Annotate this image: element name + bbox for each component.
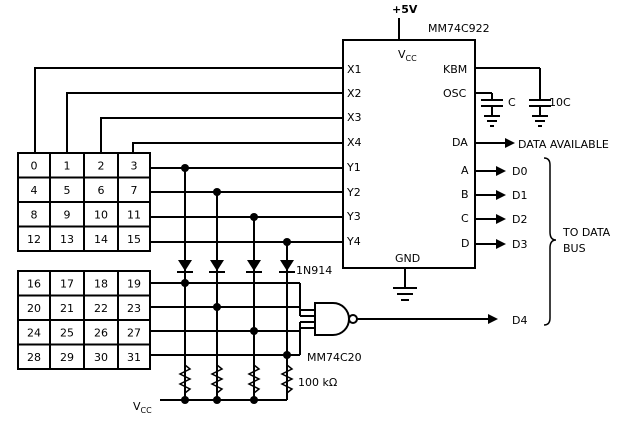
encoder-vcc-label: VCC: [398, 48, 417, 63]
key-label: 15: [127, 233, 141, 246]
vcc-bottom-label: VCC: [133, 400, 152, 415]
pin-label-a: A: [461, 164, 469, 177]
x-column-lines: [34, 67, 343, 153]
pin-label-x1: X1: [347, 63, 362, 76]
key-label: 18: [94, 277, 108, 290]
pin-label-osc: OSC: [443, 87, 467, 100]
pin-label-b: B: [461, 188, 469, 201]
key-label: 28: [27, 351, 41, 364]
y-row-lines: [150, 167, 343, 243]
output-d0-label: D0: [512, 165, 527, 178]
key-label: 1: [64, 159, 71, 172]
output-lines: [475, 138, 515, 249]
nand-gate: [299, 283, 498, 355]
encoder-chip-body: [342, 39, 476, 269]
key-cell: [117, 270, 151, 297]
key-label: 24: [27, 326, 41, 339]
pin-label-x2: X2: [347, 87, 362, 100]
pin-label-da: DA: [452, 136, 468, 149]
key-label: 21: [60, 302, 74, 315]
ground-symbol: [393, 268, 417, 301]
key-label: 30: [94, 351, 108, 364]
pin-label-x4: X4: [347, 136, 362, 149]
key-label: 14: [94, 233, 108, 246]
data-bus-brace: [543, 157, 557, 326]
output-d4-label: D4: [512, 314, 527, 327]
key-label: 25: [60, 326, 74, 339]
key-label: 2: [98, 159, 105, 172]
nand-part-label: MM74C20: [307, 351, 362, 364]
key-label: 17: [60, 277, 74, 290]
key-label: 11: [127, 208, 141, 221]
output-d3-label: D3: [512, 238, 527, 251]
diode-part-label: 1N914: [296, 264, 332, 277]
key-cell: [117, 152, 151, 179]
key-cell: [49, 270, 85, 297]
pin-label-y1: Y1: [346, 161, 361, 174]
pulldown-resistors: [160, 364, 294, 401]
output-d2-label: D2: [512, 213, 527, 226]
key-label: 7: [131, 184, 138, 197]
key-label: 20: [27, 302, 41, 315]
encoder-part-label: MM74C922: [428, 22, 490, 35]
output-d1-label: D1: [512, 189, 527, 202]
pin-label-d: D: [461, 237, 469, 250]
key-label: 3: [131, 159, 138, 172]
key-cell: [83, 201, 119, 228]
key-cell: [17, 343, 51, 370]
key-label: 9: [64, 208, 71, 221]
pin-label-x3: X3: [347, 111, 362, 124]
key-cell: [117, 294, 151, 321]
key-label: 29: [60, 351, 74, 364]
key-cell: [117, 225, 151, 252]
lower-row-lines: [150, 282, 300, 356]
key-label: 23: [127, 302, 141, 315]
data-available-label: DATA AVAILABLE: [518, 138, 609, 151]
resistor-value-label: 100 kΩ: [298, 376, 337, 389]
key-cell: [83, 319, 119, 346]
key-cell: [49, 152, 85, 179]
pin-label-y3: Y3: [346, 210, 361, 223]
key-cell: [117, 176, 151, 203]
capacitor-c-label: C: [508, 96, 516, 109]
key-label: 16: [27, 277, 41, 290]
key-label: 0: [31, 159, 38, 172]
key-cell: [117, 201, 151, 228]
capacitor-10c-label: 10C: [549, 96, 571, 109]
key-label: 8: [31, 208, 38, 221]
key-label: 13: [60, 233, 74, 246]
bus-label-line1: TO DATA: [562, 226, 611, 239]
key-label: 27: [127, 326, 141, 339]
capacitor-network: [475, 67, 551, 127]
key-label: 10: [94, 208, 108, 221]
supply-plus5v-label: +5V: [392, 3, 418, 16]
key-label: 22: [94, 302, 108, 315]
key-cell: [117, 343, 151, 370]
key-cell: [49, 294, 85, 321]
key-label: 19: [127, 277, 141, 290]
pin-label-c: C: [461, 212, 469, 225]
key-cell: [83, 343, 119, 370]
bus-label-line2: BUS: [563, 242, 586, 255]
keypad-lower: 16 17 18 19 20 21 22 23 24 25 26 27 28 29 30 31: [17, 270, 151, 370]
pin-label-y4: Y4: [346, 235, 361, 248]
key-label: 5: [64, 184, 71, 197]
pin-label-kbm: KBM: [443, 63, 467, 76]
key-label: 31: [127, 351, 141, 364]
key-label: 26: [94, 326, 108, 339]
key-label: 12: [27, 233, 41, 246]
key-label: 4: [31, 184, 38, 197]
pin-label-y2: Y2: [346, 186, 361, 199]
key-label: 6: [98, 184, 105, 197]
pin-label-gnd: GND: [395, 252, 420, 265]
